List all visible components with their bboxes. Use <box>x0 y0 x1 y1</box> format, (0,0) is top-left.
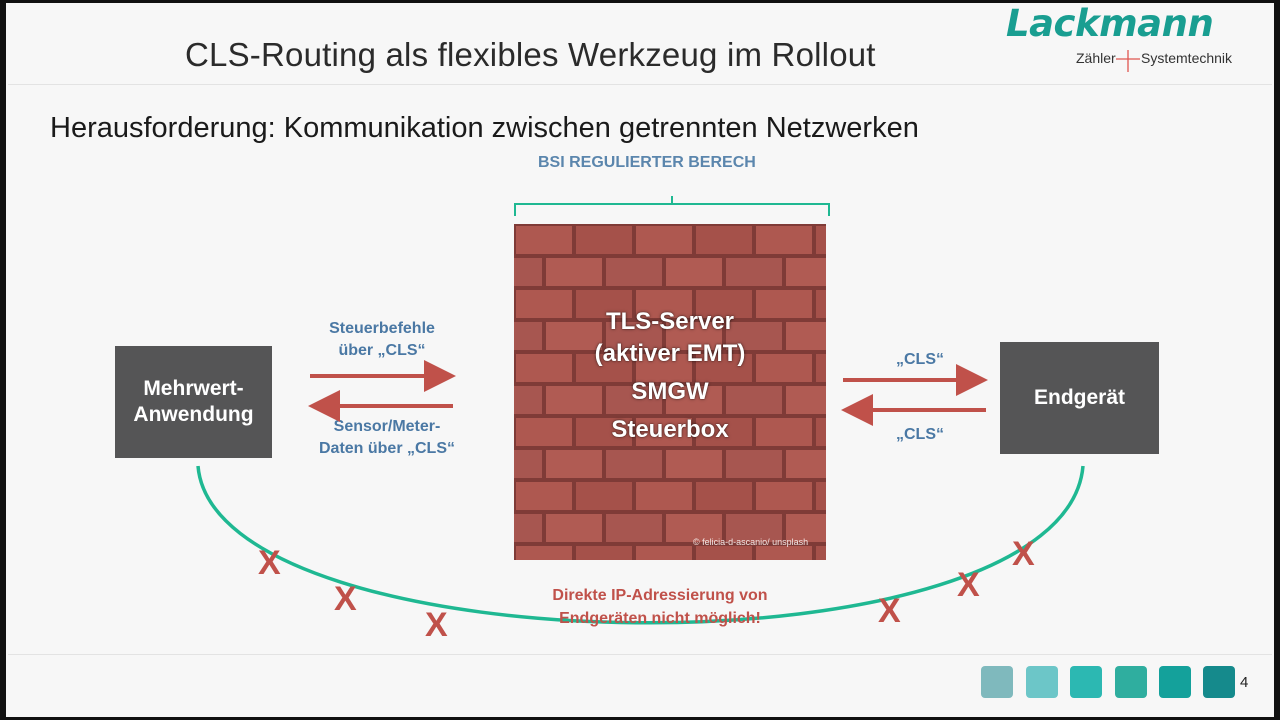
control-commands-line2: über „CLS“ <box>338 342 426 359</box>
regulated-area-label: BSI REGULIERTER BERECH <box>538 154 756 171</box>
logo-tagline-right: Systemtechnik <box>1141 50 1233 66</box>
brick-wall-image <box>514 224 826 560</box>
left-box-line1: Mehrwert- <box>143 377 244 400</box>
footer-square-1 <box>981 666 1013 698</box>
wall-line-tls-server: TLS-Server <box>605 308 735 335</box>
footer-square-3 <box>1070 666 1102 698</box>
blocked-mark-4: X <box>878 592 901 630</box>
value-added-application-box: Mehrwert- Anwendung <box>115 346 272 458</box>
wall-text: TLS-Server (aktiver EMT) SMGW Steuerbox <box>514 306 826 446</box>
footer-square-6 <box>1203 666 1235 698</box>
control-commands-line1: Steuerbefehle <box>329 320 435 337</box>
warning-line1: Direkte IP-Adressierung von <box>552 587 768 604</box>
control-commands-label: Steuerbefehle über „CLS“ <box>307 318 457 362</box>
wall-line-active-emt: (aktiver EMT) <box>594 340 746 367</box>
footer-square-5 <box>1159 666 1191 698</box>
footer-square-2 <box>1026 666 1058 698</box>
direct-ip-warning: Direkte IP-Adressierung von Endgeräten n… <box>520 584 800 630</box>
sensor-data-label: Sensor/Meter- Daten über „CLS“ <box>297 416 477 460</box>
blocked-mark-2: X <box>334 580 357 618</box>
regulated-area-bracket <box>514 196 830 216</box>
cls-right-top-label: „CLS“ <box>896 351 944 368</box>
lackmann-logo: Lackmann <box>1006 2 1214 45</box>
warning-line2: Endgeräten nicht möglich! <box>559 610 761 627</box>
header-divider <box>8 84 1272 85</box>
blocked-mark-6: X <box>1012 535 1035 573</box>
slide-subtitle: Herausforderung: Kommunikation zwischen … <box>50 112 919 144</box>
logo-tagline-left: Zähler <box>1076 50 1116 66</box>
end-device-box: Endgerät <box>1000 342 1159 454</box>
sensor-data-line1: Sensor/Meter- <box>333 418 441 435</box>
left-box-line2: Anwendung <box>133 403 254 426</box>
page-number: 4 <box>1240 674 1249 691</box>
blocked-mark-1: X <box>258 544 281 582</box>
blocked-mark-5: X <box>957 566 980 604</box>
logo-plus-icon <box>1116 50 1140 72</box>
footer-square-4 <box>1115 666 1147 698</box>
cls-right-bottom-label: „CLS“ <box>896 426 944 443</box>
right-box-label: Endgerät <box>1033 386 1125 409</box>
wall-line-smgw: SMGW <box>631 378 709 405</box>
wall-line-steuerbox: Steuerbox <box>611 416 729 443</box>
blocked-mark-3: X <box>425 606 448 644</box>
footer-divider <box>8 654 1272 655</box>
blocked-ip-path-arc <box>196 465 1085 625</box>
slide-title: CLS-Routing als flexibles Werkzeug im Ro… <box>185 36 876 73</box>
sensor-data-line2: Daten über „CLS“ <box>318 440 455 457</box>
image-credit: © felicia-d-ascanio/ unsplash <box>693 537 809 547</box>
